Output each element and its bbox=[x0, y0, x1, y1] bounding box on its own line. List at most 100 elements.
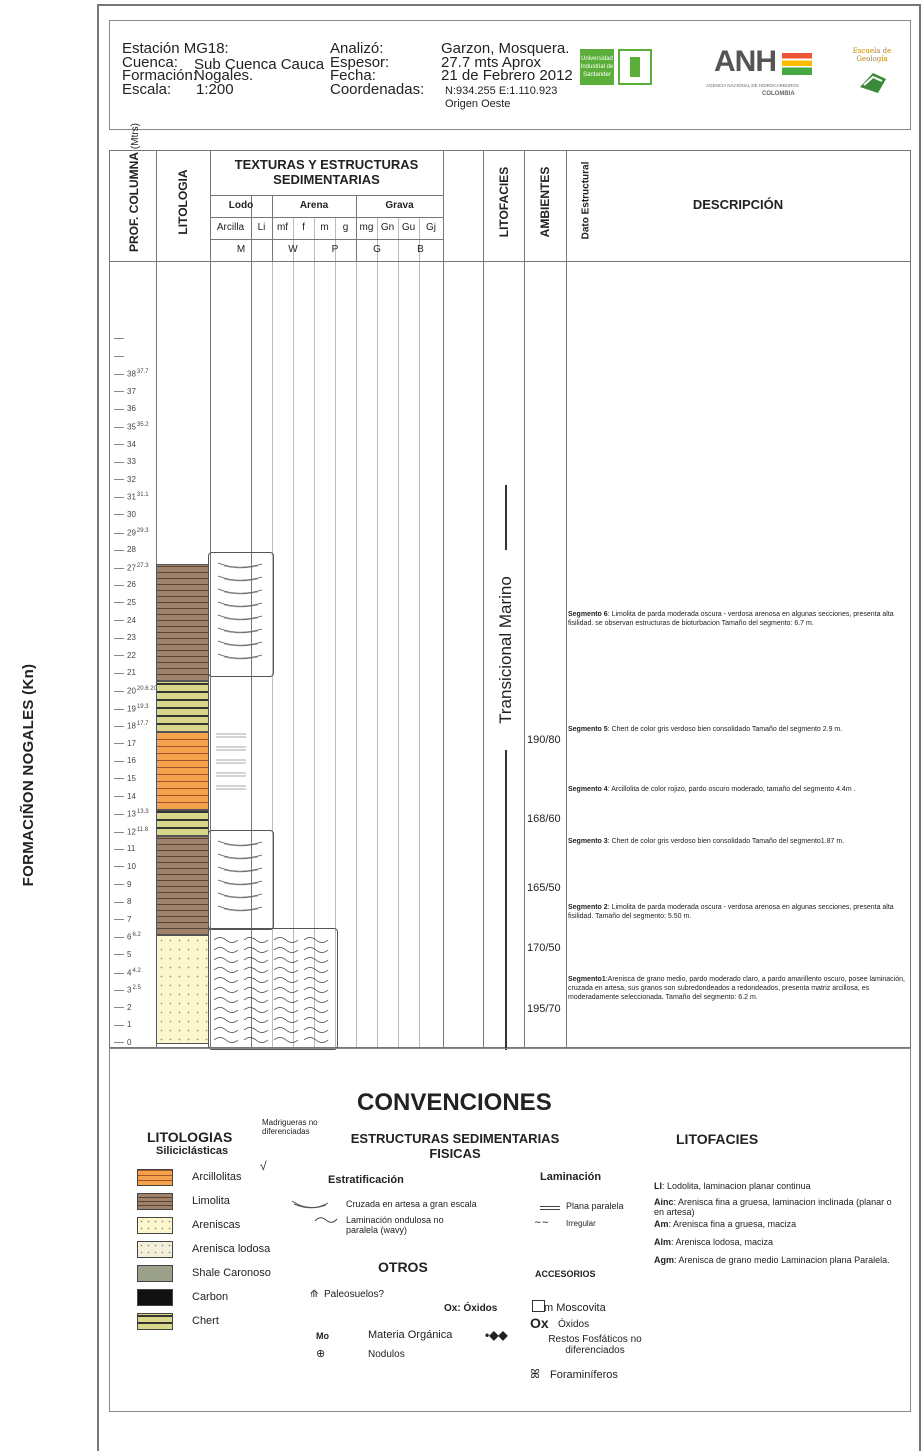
col-lodo: Lodo bbox=[228, 200, 254, 211]
trough-cross-icon bbox=[291, 1200, 329, 1209]
depth-tick: 21 bbox=[114, 668, 136, 677]
lith-swatch bbox=[137, 1169, 173, 1186]
depth-tick: 22 bbox=[114, 651, 136, 660]
formation-title: FORMACIÑON NOGALES (Kn) bbox=[20, 663, 37, 887]
legend-box: CONVENCIONES LITOLOGIAS Siliciclásticas … bbox=[109, 1048, 911, 1412]
trough-cross-box-lower bbox=[208, 830, 274, 930]
dato-4: 170/50 bbox=[527, 942, 561, 954]
depth-tick: 28 bbox=[114, 545, 136, 554]
page-frame bbox=[97, 4, 921, 1451]
depth-tick: 32 bbox=[114, 475, 136, 484]
sub-col-0: Arcilla bbox=[216, 222, 245, 233]
lith-legend-label: Areniscas bbox=[192, 1219, 241, 1231]
nodulos-label: Nodulos bbox=[368, 1349, 405, 1360]
depth-tick: 2727.3 bbox=[114, 563, 149, 573]
desc-seg5: Segmento 5: Chert de color gris verdoso … bbox=[568, 726, 843, 733]
dato-1: 190/80 bbox=[527, 734, 561, 746]
depth-tick: 66.2 bbox=[114, 932, 141, 942]
depth-tick: 24 bbox=[114, 616, 136, 625]
col-ambientes: AMBIENTES bbox=[538, 166, 552, 238]
depth-tick: 3131.1 bbox=[114, 492, 149, 502]
lithology-segment bbox=[156, 563, 209, 682]
foram-label: Foraminíferos bbox=[550, 1369, 618, 1381]
anh-flag-icon bbox=[782, 53, 812, 75]
materia-label: Materia Orgánica bbox=[368, 1329, 453, 1341]
desc-seg1: Segmento1:Arenisca de grano medio, pardo… bbox=[568, 976, 905, 1001]
depth-tick: 30 bbox=[114, 510, 136, 519]
depth-tick: 3535.2 bbox=[114, 422, 149, 432]
anh-sub: AGENCIA NACIONAL DE HIDROCARBUROS bbox=[706, 83, 799, 88]
lith-legend-label: Shale Caronoso bbox=[192, 1267, 271, 1279]
cuenca-label: Cuenca: bbox=[122, 54, 178, 71]
lithology-segment bbox=[156, 934, 209, 1044]
lith-legend-label: Limolita bbox=[192, 1195, 230, 1207]
litologias-title: LITOLOGIAS bbox=[147, 1129, 233, 1145]
escala-value: 1:200 bbox=[196, 81, 234, 98]
desc-seg3: Segmento 3: Chert de color gris verdoso … bbox=[568, 838, 845, 845]
dato-2: 168/60 bbox=[527, 813, 561, 825]
madrigueras-label: Madrigueras no diferenciadas bbox=[262, 1118, 318, 1136]
depth-tick: 36 bbox=[114, 404, 136, 413]
otros-title: OTROS bbox=[378, 1259, 428, 1275]
ambiente-line bbox=[505, 485, 507, 1050]
col-texturas: TEXTURAS Y ESTRUCTURAS SEDIMENTARIAS bbox=[234, 157, 419, 187]
code-2: P bbox=[331, 244, 339, 255]
wavy-structures bbox=[213, 937, 329, 1043]
mo-code: Mo bbox=[316, 1331, 329, 1341]
wavy-label: Laminación ondulosa no paralela (wavy) bbox=[346, 1215, 444, 1235]
cuenca-value: Sub Cuenca Cauca bbox=[194, 56, 325, 73]
depth-tick: 25 bbox=[114, 598, 136, 607]
foraminifero-icon: ꕤ bbox=[530, 1367, 540, 1381]
fecha-value: 21 de Febrero 2012 bbox=[441, 67, 573, 84]
lithology-segment bbox=[156, 809, 209, 837]
anh-colombia: COLOMBIA bbox=[762, 91, 795, 97]
geo-logo: Escuela de Geología bbox=[852, 47, 892, 63]
litofacies-item: Ainc: Arenisca fina a gruesa, laminacion… bbox=[654, 1197, 892, 1217]
sub-col-9: Gj bbox=[426, 222, 436, 233]
depth-tick: 1313.3 bbox=[114, 809, 149, 819]
fecha-label: Fecha: bbox=[330, 67, 376, 84]
uis-logo: Universidad Industrial de Santander bbox=[580, 49, 614, 85]
irregular-icon: ∼∼ bbox=[534, 1217, 550, 1227]
sub-col-5: g bbox=[342, 222, 349, 233]
litofacies-item: Agm: Arenisca de grano medio Laminacion … bbox=[654, 1255, 890, 1265]
sub-col-7: Gn bbox=[380, 222, 395, 233]
depth-tick: 3837.7 bbox=[114, 369, 149, 379]
moscovita-label: m Moscovita bbox=[544, 1302, 606, 1314]
coordenadas-label: Coordenadas: bbox=[330, 81, 425, 98]
desc-seg4: Segmento 4: Arcillolita de color rojizo,… bbox=[568, 786, 856, 793]
plana-structures bbox=[216, 733, 246, 790]
lith-swatch bbox=[137, 1289, 173, 1306]
depth-tick: 34 bbox=[114, 440, 136, 449]
accesorios-title: ACCESORIOS bbox=[535, 1269, 596, 1279]
depth-tick bbox=[114, 334, 127, 343]
depth-tick: 2929.3 bbox=[114, 528, 149, 538]
fosfato-icon: •◆◆ bbox=[485, 1328, 508, 1342]
depth-tick: 8 bbox=[114, 897, 131, 906]
burrow-icon: √ bbox=[260, 1159, 267, 1173]
depth-tick: 37 bbox=[114, 387, 136, 396]
depth-tick: 33 bbox=[114, 457, 136, 466]
formacion-label: Formación: bbox=[122, 67, 198, 84]
paleosuelo-icon: ⟰ bbox=[310, 1289, 319, 1300]
nodulo-icon: ⊕ bbox=[316, 1348, 326, 1360]
lith-legend-label: Carbon bbox=[192, 1291, 229, 1303]
lith-legend-label: Chert bbox=[192, 1315, 219, 1327]
restos-label: Restos Fosfáticos no diferenciados bbox=[548, 1334, 642, 1356]
oxidos-label: Óxidos bbox=[558, 1319, 590, 1330]
lithology-segment bbox=[156, 732, 209, 810]
estructuras-title: ESTRUCTURAS SEDIMENTARIAS FISICAS bbox=[350, 1131, 560, 1161]
depth-tick: 1211.8 bbox=[114, 827, 148, 837]
anh-logo: ANH bbox=[714, 45, 777, 78]
depth-tick: 1817.7 bbox=[114, 721, 149, 731]
stratigraphic-table: PROF. COLUMNA (Mtrs) LITOLOGIA TEXTURAS … bbox=[109, 123, 911, 1048]
col-arena: Arena bbox=[299, 200, 329, 211]
estacion-label: Estación MG18: bbox=[122, 40, 229, 57]
depth-tick: 14 bbox=[114, 792, 136, 801]
irregular-label: Irregular bbox=[566, 1219, 596, 1228]
lith-swatch bbox=[137, 1217, 173, 1234]
uis-shield-icon bbox=[618, 49, 652, 85]
depth-tick: 16 bbox=[114, 756, 136, 765]
depth-tick: 11 bbox=[114, 844, 135, 853]
header-box: Estación MG18: Cuenca: Sub Cuenca Cauca … bbox=[109, 20, 911, 130]
